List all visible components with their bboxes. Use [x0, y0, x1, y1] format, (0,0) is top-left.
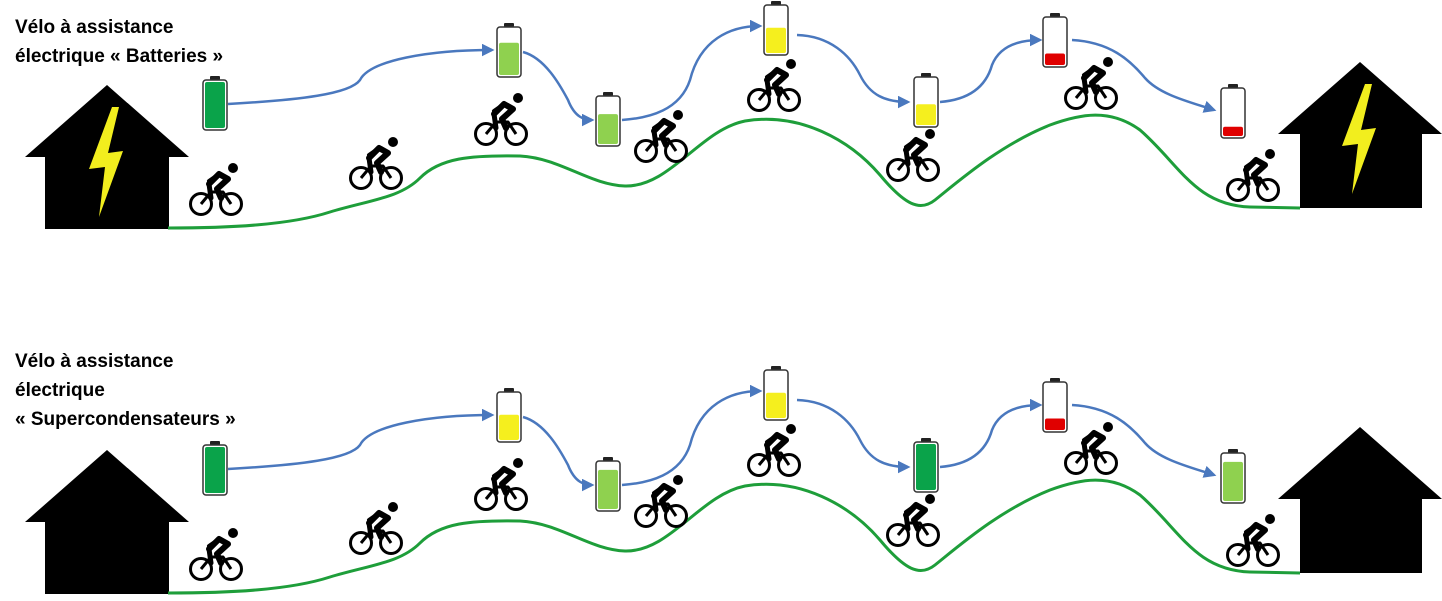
battery-terminal	[504, 388, 514, 392]
diagram-panel	[25, 366, 1442, 595]
title-line: électrique « Batteries »	[15, 46, 224, 67]
lightning-bolt-icon	[1342, 84, 1376, 194]
cyclist-icon	[1228, 514, 1279, 566]
cyclist-icon	[1066, 57, 1117, 109]
terrain-line	[167, 478, 1301, 595]
battery-charge-fill	[598, 469, 618, 509]
cyclist-icon	[888, 129, 939, 181]
title-line: Vélo à assistance	[15, 351, 174, 372]
battery-charge-fill	[499, 42, 519, 75]
battery-charge-fill	[766, 27, 786, 53]
battery-icon	[595, 92, 621, 147]
battery-icon	[202, 441, 228, 496]
battery-icon	[202, 76, 228, 131]
cyclist-icon	[476, 93, 527, 145]
battery-charge-fill	[205, 82, 225, 128]
battery-terminal	[210, 76, 220, 80]
title-line: « Supercondensateurs »	[15, 409, 236, 430]
title-line: électrique	[15, 380, 105, 401]
battery-icon	[1220, 84, 1246, 139]
battery-terminal	[771, 1, 781, 5]
battery-terminal	[771, 366, 781, 370]
battery-terminal	[504, 23, 514, 27]
battery-icon	[496, 23, 522, 78]
house-shape	[25, 450, 189, 594]
battery-icon	[763, 366, 789, 421]
energy-flow-arrow	[796, 398, 911, 474]
battery-terminal	[210, 441, 220, 445]
battery-terminal	[1228, 449, 1238, 453]
battery-terminal	[921, 73, 931, 77]
cyclist-icon	[191, 528, 242, 580]
energy-flow-arrow	[1071, 403, 1217, 478]
battery-icon	[913, 438, 939, 493]
battery-charge-fill	[766, 392, 786, 418]
battery-charge-fill	[1045, 418, 1065, 430]
battery-body	[1220, 87, 1246, 139]
battery-terminal	[603, 92, 613, 96]
house-icon	[25, 450, 189, 594]
battery-icon	[595, 457, 621, 512]
energy-flow-arrow	[1071, 38, 1217, 113]
house-shape	[1278, 427, 1442, 573]
lightning-bolt-icon	[89, 107, 123, 217]
battery-terminal	[1228, 84, 1238, 88]
battery-icon	[1220, 449, 1246, 504]
battery-charge-fill	[598, 114, 618, 144]
energy-flow-arrow	[227, 408, 495, 471]
battery-terminal	[1050, 13, 1060, 17]
energy-flow-arrow	[522, 415, 595, 492]
cyclist-icon	[476, 458, 527, 510]
house-icon	[25, 85, 189, 229]
energy-flow-arrow	[939, 33, 1043, 104]
cyclist-icon	[1228, 149, 1279, 201]
battery-icon	[763, 1, 789, 56]
house-icon	[1278, 427, 1442, 573]
cyclist-icon	[749, 424, 800, 476]
battery-charge-fill	[916, 444, 936, 490]
battery-charge-fill	[205, 447, 225, 493]
energy-flow-arrow	[796, 33, 911, 109]
battery-terminal	[603, 457, 613, 461]
cyclist-icon	[749, 59, 800, 111]
battery-icon	[1042, 13, 1068, 68]
battery-charge-fill	[499, 414, 519, 440]
house-icon	[1278, 62, 1442, 208]
panel-title-batteries: Vélo à assistance électrique « Batteries…	[15, 13, 223, 71]
energy-flow-arrow	[522, 50, 595, 127]
energy-flow-arrow	[227, 43, 495, 106]
battery-terminal	[1050, 378, 1060, 382]
cyclist-icon	[191, 163, 242, 215]
battery-icon	[1042, 378, 1068, 433]
battery-icon	[496, 388, 522, 443]
terrain-line	[167, 113, 1301, 230]
cyclist-icon	[351, 502, 402, 554]
cyclist-icon	[1066, 422, 1117, 474]
energy-flow-arrow	[939, 398, 1043, 469]
cyclist-icon	[351, 137, 402, 189]
battery-charge-fill	[1223, 126, 1243, 136]
battery-charge-fill	[916, 104, 936, 125]
energy-flow-arrow	[621, 384, 763, 487]
cyclist-icon	[888, 494, 939, 546]
energy-flow-arrow	[621, 19, 763, 122]
battery-charge-fill	[1223, 461, 1243, 501]
battery-icon	[913, 73, 939, 128]
title-line: Vélo à assistance	[15, 17, 174, 38]
diagram-panel	[25, 1, 1442, 230]
battery-terminal	[921, 438, 931, 442]
panel-title-supercondensateurs: Vélo à assistance électrique « Supercond…	[15, 347, 236, 434]
battery-charge-fill	[1045, 53, 1065, 65]
